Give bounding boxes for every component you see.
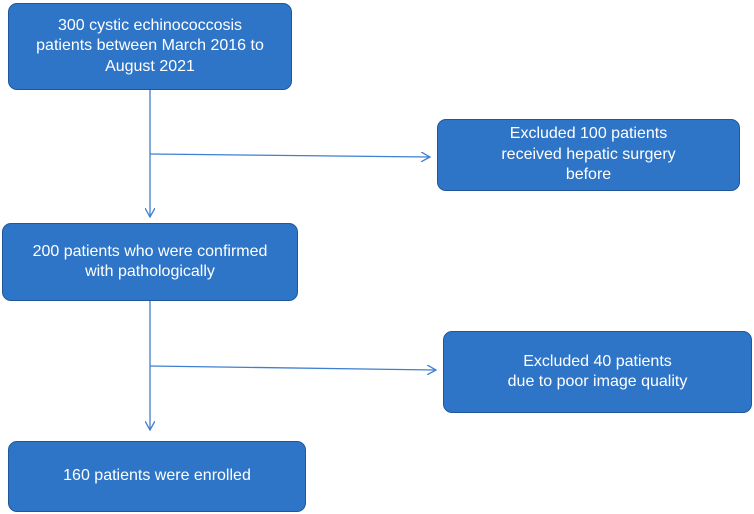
cohort-box-initial: 300 cystic echinococcosis patients betwe… bbox=[8, 3, 292, 90]
cohort-box-enrolled-line1: 160 patients were enrolled bbox=[63, 467, 251, 485]
exclusion-box-image-quality-line1: Excluded 40 patients bbox=[523, 352, 672, 370]
cohort-box-enrolled: 160 patients were enrolled bbox=[8, 441, 306, 512]
cohort-box-initial-line3: August 2021 bbox=[105, 57, 195, 75]
cohort-box-initial-line2: patients between March 2016 to bbox=[36, 37, 264, 55]
exclusion-box-surgery-line3: before bbox=[565, 166, 612, 184]
cohort-box-confirmed-line2: with pathologically bbox=[85, 263, 215, 280]
cohort-box-confirmed-line1: 200 patients who were confirmed bbox=[32, 242, 268, 260]
exclusion-box-image-quality-line2: due to poor image quality bbox=[507, 373, 688, 390]
exclusion-box-surgery: Excluded 100 patients received hepatic s… bbox=[437, 119, 740, 191]
exclusion-box-image-quality: Excluded 40 patients due to poor image q… bbox=[443, 331, 752, 413]
arrow-to-exclusion2 bbox=[149, 366, 436, 370]
exclusion-box-surgery-line2: received hepatic surgery bbox=[501, 145, 676, 163]
exclusion-box-surgery-line1: Excluded 100 patients bbox=[509, 125, 668, 143]
cohort-box-confirmed: 200 patients who were confirmed with pat… bbox=[2, 223, 298, 301]
arrow-to-exclusion1 bbox=[149, 154, 430, 157]
cohort-box-initial-line1: 300 cystic echinococcosis bbox=[57, 16, 243, 34]
